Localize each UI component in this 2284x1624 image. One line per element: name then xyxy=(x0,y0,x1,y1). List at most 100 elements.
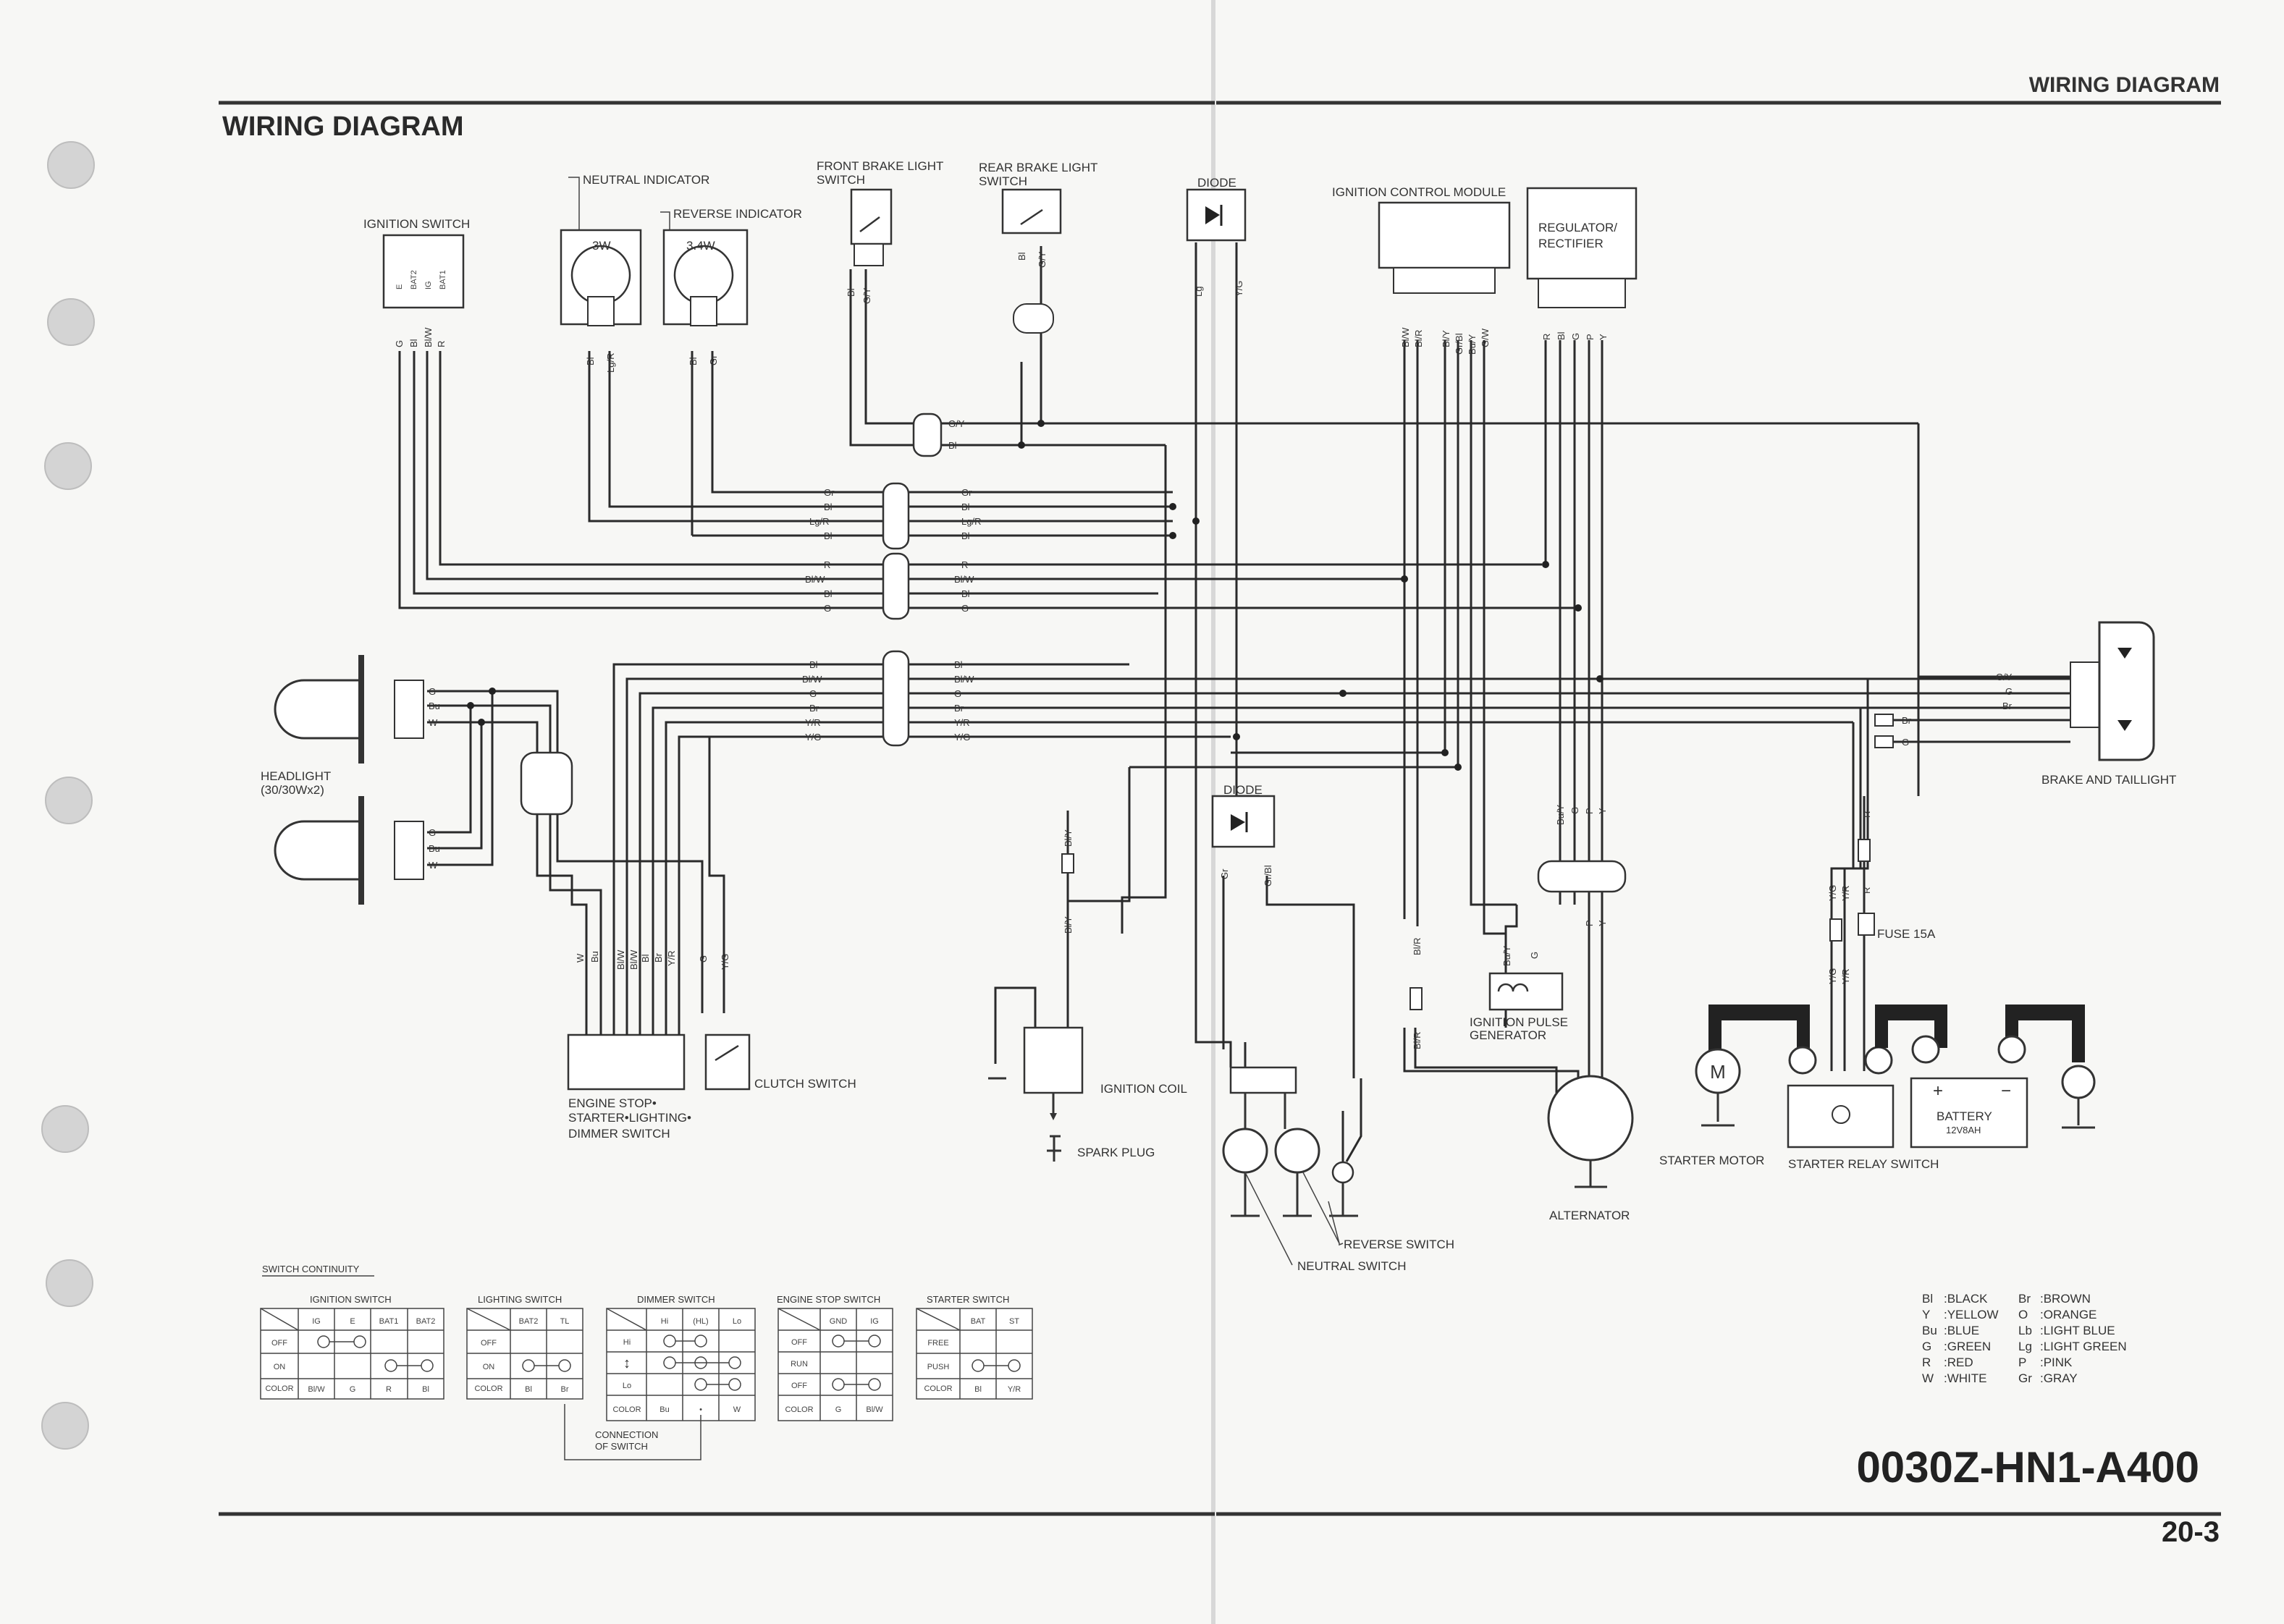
diode-top-label: DIODE xyxy=(1197,176,1236,190)
reverse-switch-label: REVERSE SWITCH xyxy=(1344,1238,1454,1251)
diode-icon xyxy=(1231,814,1245,831)
wire-label: G xyxy=(1902,737,1909,748)
table-row-label: COLOR xyxy=(785,1405,813,1414)
starter-relay-switch: STARTER RELAY SWITCH Y/G Y/R Y/G Y/R R R… xyxy=(1787,811,1939,1171)
table-color: • xyxy=(699,1405,702,1414)
wire-label: G xyxy=(1570,333,1581,340)
legend-name: :BLACK xyxy=(1944,1292,1988,1306)
engine-stop-switch: ENGINE STOP• STARTER•LIGHTING• DIMMER SW… xyxy=(567,950,691,1141)
wire-label: Bl/W xyxy=(954,574,974,585)
wire-label: Bl/W xyxy=(1400,327,1411,347)
wire-label: Bl xyxy=(640,954,651,963)
wire-label: Y/R xyxy=(666,950,677,966)
connector-4 xyxy=(882,650,910,747)
switch-continuity-title: SWITCH CONTINUITY xyxy=(262,1264,360,1274)
wire-label: Br xyxy=(809,703,819,714)
table-row-label: OFF xyxy=(481,1339,497,1348)
wire-label: R xyxy=(1541,334,1552,340)
wire-label: Y/R xyxy=(954,717,970,728)
wire-label: G xyxy=(1569,807,1580,814)
wire-label: Br xyxy=(1902,715,1912,726)
engine-stop-label-2: STARTER•LIGHTING• xyxy=(568,1111,691,1125)
dimmer-continuity-table xyxy=(606,1308,756,1421)
switch-icon xyxy=(715,1044,739,1062)
battery-label: BATTERY xyxy=(1937,1109,1992,1123)
rear-brake-label: REAR BRAKE LIGHT xyxy=(979,161,1097,174)
neutral-reverse-switches: REVERSE SWITCH NEUTRAL SWITCH xyxy=(1222,1066,1454,1273)
wire-label: Bl xyxy=(824,530,833,541)
wire-label: Y xyxy=(1598,334,1609,340)
wire-label: Y/G xyxy=(720,954,730,970)
legend-name: :ORANGE xyxy=(2040,1308,2097,1321)
wire-label: G xyxy=(1529,952,1540,959)
wire-label: Bl xyxy=(585,357,596,365)
wire-label: Bl/W xyxy=(802,674,822,685)
legend-code: Gr xyxy=(2018,1371,2032,1385)
legend-name: :LIGHT GREEN xyxy=(2040,1340,2127,1353)
table-row-label: ↕ xyxy=(623,1356,631,1371)
legend-name: :GRAY xyxy=(2040,1371,2078,1385)
part-code: 0030Z-HN1-A400 xyxy=(1856,1443,2199,1492)
wire-label: Bl xyxy=(948,440,957,451)
wire-label: Y/G xyxy=(1234,281,1244,297)
headlight-rating: (30/30Wx2) xyxy=(261,783,324,797)
wire-label: Bl/W xyxy=(423,327,434,347)
bulb-icon-2 xyxy=(2117,720,2132,731)
wire-label: Bl/R xyxy=(1413,329,1424,347)
wire-label: Bl/Y xyxy=(1063,829,1074,847)
wire-label: Bl xyxy=(408,339,419,347)
switch-icon xyxy=(859,216,880,233)
neutral-switch-label: NEUTRAL SWITCH xyxy=(1297,1259,1407,1273)
wire-label: Bl xyxy=(961,502,970,512)
wire-label: G/Y xyxy=(948,418,965,429)
diode-top: DIODE Lg Y/G xyxy=(1186,176,1247,297)
connector-1 xyxy=(912,413,943,457)
ignition-coil-label: IGNITION COIL xyxy=(1100,1082,1187,1096)
wire-label: Bl/W xyxy=(628,950,639,970)
table-row-label: ON xyxy=(274,1363,286,1371)
table-color: Y/R xyxy=(1008,1385,1021,1394)
color-legend: Bl :BLACK Y :YELLOW Bu :BLUE G :GREEN R … xyxy=(1922,1292,2127,1385)
fuse-icon xyxy=(1858,913,1875,936)
wire-label: Gr xyxy=(824,487,835,498)
headlight-bulb-icon xyxy=(274,679,363,740)
wire-label: Y xyxy=(1597,920,1608,926)
engine-stop-table-title: ENGINE STOP SWITCH xyxy=(777,1294,880,1305)
table-color: Bl xyxy=(525,1385,532,1394)
engine-stop-label-3: DIMMER SWITCH xyxy=(568,1127,670,1141)
regulator-label-2: RECTIFIER xyxy=(1538,237,1604,250)
legend-code: Lg xyxy=(2018,1340,2032,1353)
wire-label: Bu/Y xyxy=(1501,945,1512,966)
wire-label: Bl/R xyxy=(1412,937,1423,955)
ignition-control-module: IGNITION CONTROL MODULE Bl/W Bl/R Bl/Y G… xyxy=(1332,185,1511,355)
legend-code: Br xyxy=(2018,1292,2031,1306)
neutral-indicator-label: NEUTRAL INDICATOR xyxy=(583,173,709,187)
table-color: R xyxy=(386,1385,392,1394)
headlight: HEADLIGHT (30/30Wx2) G Bu W G Bu W xyxy=(261,655,440,905)
wire-label: P xyxy=(1585,334,1596,340)
wire-label: Gr xyxy=(961,487,972,498)
wire-label: Bl xyxy=(824,502,833,512)
wire-label: Bl xyxy=(1016,252,1027,261)
front-brake-label-2: SWITCH xyxy=(817,173,865,187)
legend-name: :LIGHT BLUE xyxy=(2040,1324,2115,1337)
table-color: Bl/W xyxy=(866,1405,883,1414)
neutral-indicator-watt: 3W xyxy=(592,239,611,253)
fuse-label: FUSE 15A xyxy=(1877,927,1936,941)
wire-label: G xyxy=(2005,686,2013,697)
alternator: ALTERNATOR Bl/R Bl/R Bu/Y G P Y P Y xyxy=(1409,804,1634,1222)
wire-label: Lg/R xyxy=(809,516,829,527)
connector-labels: G/Y Bl Gr Bl Lg/R Bl Gr Bl Lg/R Bl R Bl/… xyxy=(802,418,981,743)
ignition-switch-label: IGNITION SWITCH xyxy=(363,217,470,231)
wire-label: Br xyxy=(653,952,664,963)
table-header: IG xyxy=(312,1317,321,1326)
table-color: G xyxy=(835,1405,842,1414)
table-row-label: RUN xyxy=(791,1360,808,1369)
legend-code: G xyxy=(1922,1340,1931,1353)
wire-label: Y/R xyxy=(1840,885,1851,901)
wire-label: Y/R xyxy=(805,717,821,728)
wire-label: W xyxy=(429,860,438,871)
wire-label: Y/G xyxy=(954,732,970,743)
